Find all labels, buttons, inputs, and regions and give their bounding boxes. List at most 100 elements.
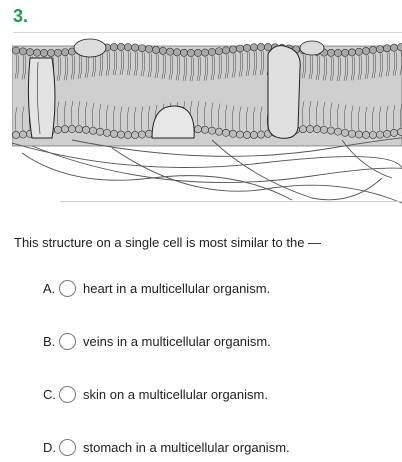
phospholipid-head: [201, 125, 209, 134]
phospholipid-tail: [343, 56, 349, 129]
phospholipid-head: [250, 43, 258, 52]
phospholipid-head: [152, 46, 160, 54]
phospholipid-head: [166, 47, 174, 56]
phospholipid-head: [82, 125, 90, 134]
integral-protein-right: [267, 45, 301, 139]
choice-d-radio[interactable]: [59, 438, 76, 456]
phospholipid-tail: [203, 56, 209, 126]
phospholipid-head: [75, 125, 83, 134]
phospholipid-head: [376, 130, 384, 139]
phospholipid-tail: [112, 51, 118, 130]
phospholipid-head: [215, 127, 223, 136]
phospholipid-head: [229, 45, 237, 54]
phospholipid-tail: [210, 55, 216, 127]
phospholipid-head: [243, 131, 251, 139]
phospholipid-head: [12, 131, 20, 139]
phospholipid-tail: [217, 55, 223, 128]
phospholipid-head: [40, 49, 48, 57]
phospholipid-head: [131, 131, 139, 139]
phospholipid-tail: [21, 55, 27, 131]
phospholipid-head: [362, 131, 370, 139]
glycoprotein-top: [73, 38, 107, 58]
phospholipid-tail: [308, 55, 314, 126]
phospholipid-head: [264, 43, 272, 51]
choice-a[interactable]: A. heart in a multicellular organism.: [43, 277, 270, 299]
phospholipid-head: [110, 43, 118, 52]
phospholipid-head: [243, 43, 251, 52]
phospholipid-tail: [385, 52, 391, 130]
phospholipid-head: [369, 46, 377, 54]
phospholipid-head: [222, 128, 230, 137]
phospholipid-head: [54, 125, 62, 134]
phospholipid-head: [250, 131, 258, 139]
phospholipid-head: [257, 43, 265, 51]
phospholipid-head: [348, 129, 356, 138]
phospholipid-tail: [196, 56, 202, 126]
phospholipid-head: [334, 49, 342, 57]
phospholipid-head: [110, 129, 118, 138]
choice-a-radio[interactable]: [59, 279, 76, 297]
choice-c-radio[interactable]: [59, 385, 76, 403]
phospholipid-tail: [231, 53, 237, 130]
phospholipid-tail: [252, 51, 258, 131]
phospholipid-head: [236, 130, 244, 139]
phospholipid-head: [68, 125, 76, 133]
phospholipid-tail: [322, 56, 328, 126]
question-number: 3.: [13, 6, 29, 26]
phospholipid-head: [236, 44, 244, 53]
phospholipid-tail: [119, 50, 125, 131]
choice-a-text: heart in a multicellular organism.: [83, 280, 271, 296]
phospholipid-head: [201, 48, 209, 57]
question-divider: [13, 32, 402, 33]
phospholipid-tail: [392, 51, 398, 129]
phospholipid-head: [327, 126, 335, 135]
choice-c[interactable]: C. skin on a multicellular organism.: [43, 383, 268, 405]
choice-d-letter: D.: [43, 439, 56, 455]
phospholipid-tail: [105, 51, 111, 129]
phospholipid-head: [103, 128, 111, 137]
phospholipid-head: [313, 125, 321, 134]
phospholipid-head: [299, 125, 307, 134]
phospholipid-head: [96, 127, 104, 136]
phospholipid-head: [355, 47, 363, 56]
cell-membrane-figure: [12, 38, 402, 204]
phospholipid-tail: [63, 56, 69, 126]
choice-d[interactable]: D. stomach in a multicellular organism.: [43, 436, 290, 458]
choice-b-radio[interactable]: [59, 332, 76, 350]
choice-b[interactable]: B. veins in a multicellular organism.: [43, 330, 271, 352]
phospholipid-tail: [315, 55, 321, 126]
choice-c-letter: C.: [43, 386, 56, 402]
phospholipid-head: [124, 131, 132, 139]
phospholipid-head: [26, 48, 34, 57]
phospholipid-head: [89, 126, 97, 135]
phospholipid-head: [54, 48, 62, 57]
phospholipid-head: [19, 47, 27, 56]
phospholipid-head: [341, 48, 349, 57]
phospholipid-head: [117, 43, 125, 51]
cytoskeleton-fibers: [12, 137, 402, 204]
choice-b-text: veins in a multicellular organism.: [83, 333, 271, 349]
phospholipid-head: [180, 48, 188, 57]
phospholipid-head: [376, 45, 384, 54]
phospholipid-tail: [147, 52, 153, 130]
phospholipid-head: [327, 48, 335, 57]
glycoprotein-top-2: [299, 40, 325, 56]
phospholipid-tail: [14, 54, 20, 131]
phospholipid-head: [131, 43, 139, 52]
phospholipid-head: [390, 129, 398, 137]
choice-c-text: skin on a multicellular organism.: [83, 386, 268, 402]
phospholipid-head: [320, 125, 328, 134]
phospholipid-head: [19, 130, 27, 139]
phospholipid-head: [145, 45, 153, 53]
phospholipid-head: [208, 126, 216, 135]
phospholipid-head: [12, 46, 20, 55]
phospholipid-tail: [357, 55, 363, 131]
choice-a-letter: A.: [43, 280, 56, 296]
phospholipid-head: [397, 43, 402, 52]
choice-b-letter: B.: [43, 333, 56, 349]
phospholipid-head: [334, 127, 342, 136]
phospholipid-head: [61, 48, 69, 57]
phospholipid-head: [306, 125, 314, 133]
phospholipid-head: [390, 43, 398, 52]
phospholipid-head: [47, 49, 55, 57]
